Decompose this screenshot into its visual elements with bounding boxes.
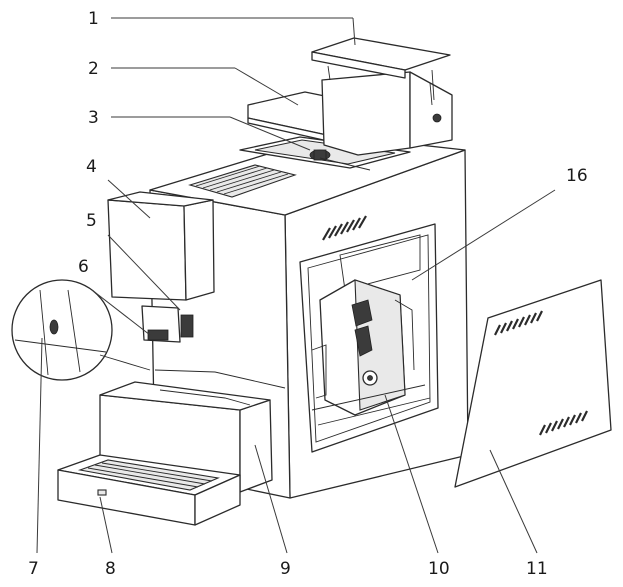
leader-lines: [36, 17, 556, 554]
callout-3: 3: [88, 108, 99, 128]
callout-1: 1: [88, 9, 99, 29]
callout-5: 5: [86, 211, 97, 231]
callout-10: 10: [428, 559, 450, 579]
top-grill-lines: [195, 165, 289, 195]
callout-labels: 1 2 3 4 5 6 16 7 8 9 10 11: [28, 9, 588, 579]
callout-8: 8: [105, 559, 116, 579]
callout-6: 6: [78, 257, 89, 277]
callout-11: 11: [526, 559, 548, 579]
side-cover-vent-top: [494, 310, 543, 336]
callout-16: 16: [566, 166, 588, 186]
callout-9: 9: [280, 559, 291, 579]
water-tank: [321, 71, 453, 156]
side-cover: [454, 279, 612, 488]
coffee-outlet: [141, 305, 194, 343]
front-display-panel: [107, 191, 215, 301]
side-vent: [322, 215, 367, 241]
callout-4: 4: [86, 157, 97, 177]
brewing-unit: [311, 279, 431, 426]
side-cover-vent-bottom: [539, 410, 588, 436]
water-tank-lid: [311, 37, 451, 101]
drip-tray: [57, 454, 241, 526]
bean-hopper: [239, 136, 411, 171]
drip-tray-grate: [87, 462, 213, 488]
callout-7: 7: [28, 559, 39, 579]
callout-2: 2: [88, 59, 99, 79]
detail-magnifier: [11, 279, 151, 381]
